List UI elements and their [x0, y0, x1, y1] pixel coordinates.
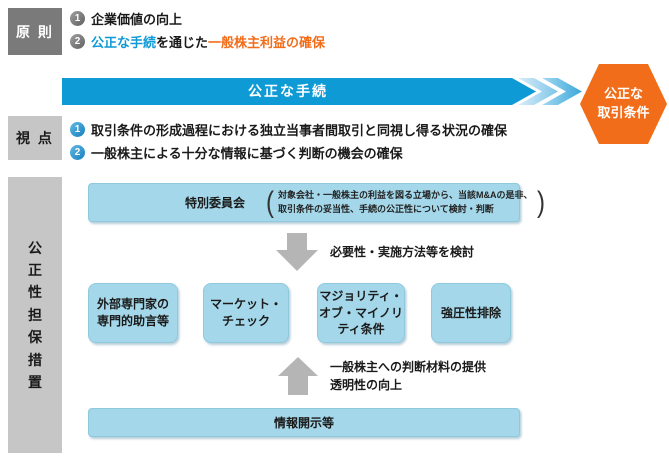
banner-bar-shape [62, 78, 536, 105]
fair-terms-hexagon [580, 64, 667, 144]
up-arrow-note: 一般株主への判断材料の提供 透明性の向上 [330, 360, 487, 392]
item2-plain-text: を通じた [156, 35, 209, 50]
committee-detail-line2: 取引条件の妥当性、手続の公正性について検討・判断 [278, 203, 494, 214]
fairness-measures-label-box: 公正性担保措置 [8, 177, 62, 453]
up-arrow-head [278, 357, 318, 376]
committee-title: 特別委員会 [185, 196, 246, 210]
information-disclosure-box: 情報開示等 [88, 408, 520, 437]
hexagon-shape [580, 64, 667, 144]
viewpoint-item-1-text: 取引条件の形成過程における独立当事者間取引と同視し得る状況の確保 [91, 123, 508, 138]
fair-terms-label: 公正な 取引条件 [578, 62, 669, 146]
committee-detail-group: ( 対象会社・一般株主の利益を図る立場から、当該M&Aの是非、 取引条件の妥当性… [265, 185, 546, 219]
up-arrow-shaft [288, 376, 308, 395]
principles-label-box: 原 則 [8, 8, 62, 55]
principles-item-2: 2 公正な手続を通じた一般株主利益の確保 [70, 32, 325, 51]
principles-item-1: 1 企業価値の向上 [70, 9, 182, 28]
viewpoints-label: 視 点 [16, 130, 54, 146]
down-arrow-icon [276, 233, 318, 271]
up-arrow-icon [278, 357, 318, 395]
principles-item-1-text: 企業価値の向上 [91, 12, 183, 27]
chevron-icon [518, 78, 558, 105]
banner-label: 公正な手続 [248, 83, 328, 99]
measure-box-market-check: マーケット・ チェック [203, 283, 289, 343]
fairness-measures-label: 公正性担保措置 [28, 239, 42, 390]
down-arrow-note: 必要性・実施方法等を検討 [330, 245, 475, 259]
fair-procedure-banner-arrow [62, 78, 582, 105]
viewpoints-label-box: 視 点 [8, 116, 62, 160]
paren-open: ( [266, 185, 275, 219]
principles-label: 原 則 [16, 23, 54, 40]
viewpoint-item-1: 1 取引条件の形成過程における独立当事者間取引と同視し得る状況の確保 [70, 120, 507, 139]
measure-box-majority-of-minority: マジョリティ・ オブ・マイノリ ティ条件 [317, 283, 405, 343]
committee-detail: 対象会社・一般株主の利益を図る立場から、当該M&Aの是非、 取引条件の妥当性、手… [278, 189, 533, 216]
fair-terms-line2: 取引条件 [597, 105, 650, 120]
number-1-badge-icon: 1 [70, 122, 85, 137]
committee-detail-line1: 対象会社・一般株主の利益を図る立場から、当該M&Aの是非、 [278, 190, 533, 200]
special-committee-box: 特別委員会 ( 対象会社・一般株主の利益を図る立場から、当該M&Aの是非、 取引… [88, 183, 545, 222]
principles-item-2-text: 公正な手続を通じた一般株主利益の確保 [91, 32, 325, 51]
number-1-badge-icon: 1 [70, 11, 85, 26]
number-2-badge-icon: 2 [70, 34, 85, 49]
fair-terms-line1: 公正な [603, 86, 643, 102]
measure-box-expert-advice: 外部専門家の 専門的助言等 [88, 283, 178, 343]
number-2-badge-icon: 2 [70, 145, 85, 160]
down-arrow-shaft [287, 233, 307, 251]
viewpoint-item-2: 2 一般株主による十分な情報に基づく判断の機会の確保 [70, 143, 403, 162]
paren-close: ) [536, 185, 545, 219]
chevron-icon [542, 78, 582, 105]
measure-box-coercion-exclusion: 強圧性排除 [431, 283, 511, 343]
down-arrow-head [276, 250, 318, 271]
fair-procedure-highlight: 公正な手続 [91, 35, 157, 50]
shareholder-interest-highlight: 一般株主利益の確保 [208, 35, 326, 50]
viewpoint-item-2-text: 一般株主による十分な情報に基づく判断の機会の確保 [91, 146, 403, 161]
